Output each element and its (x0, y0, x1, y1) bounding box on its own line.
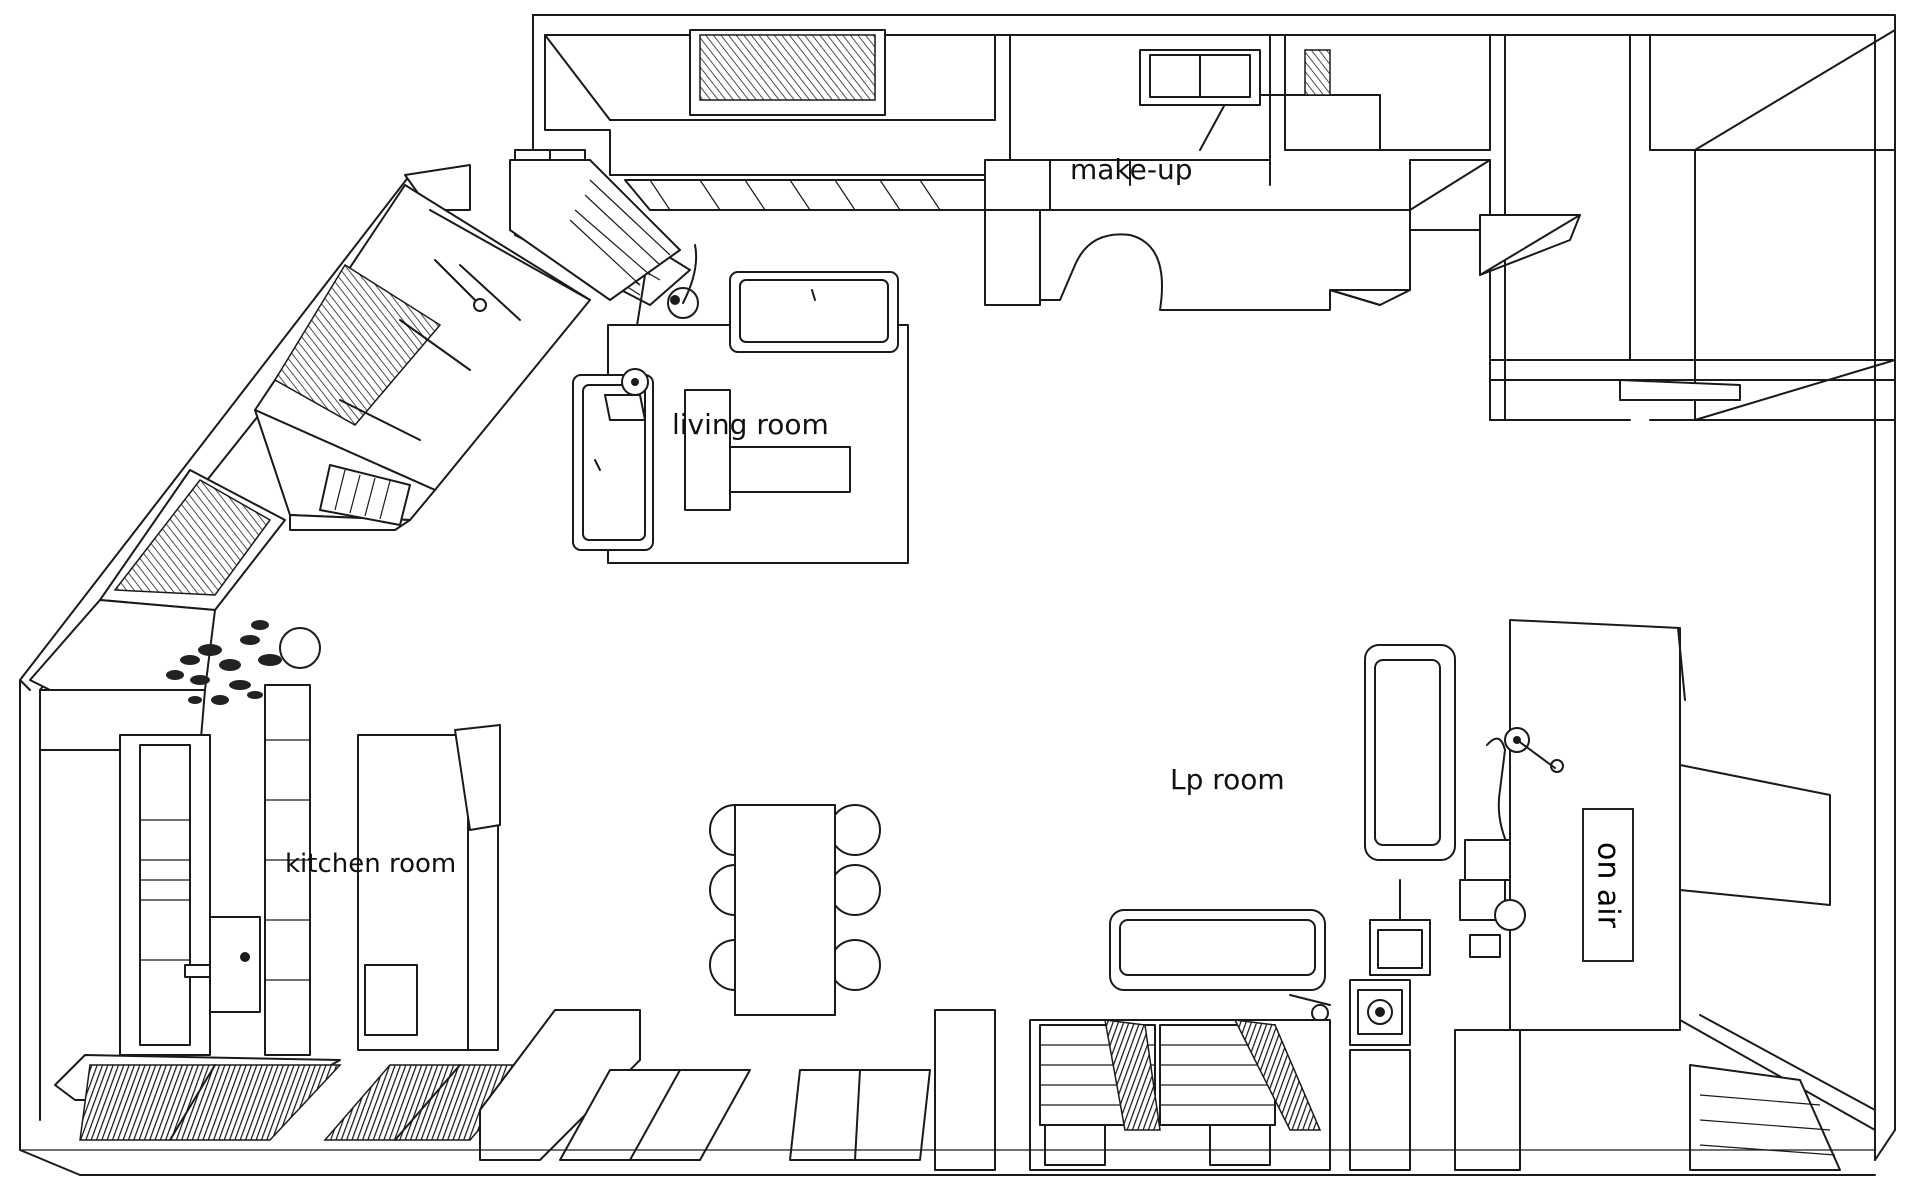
bottom-windows (20, 1009, 1875, 1171)
room-label-living-room: living room (672, 408, 829, 441)
lp-crates (1029, 1019, 1331, 1171)
plant (166, 620, 321, 705)
air-conditioner (509, 159, 699, 371)
kitchen-furniture (119, 684, 501, 1056)
living-room-furniture (572, 271, 909, 564)
on-air-sign: on air (1582, 808, 1634, 962)
top-partitions (544, 29, 1896, 421)
lp-room-furniture (1109, 619, 1876, 1131)
room-label-lp-room: Lp room (1170, 763, 1285, 796)
room-label-kitchen-room: kitchen room (285, 849, 457, 879)
room-label-make-up: make-up (1070, 153, 1193, 186)
on-air-label: on air (1590, 842, 1626, 928)
dining-table (709, 804, 881, 1016)
